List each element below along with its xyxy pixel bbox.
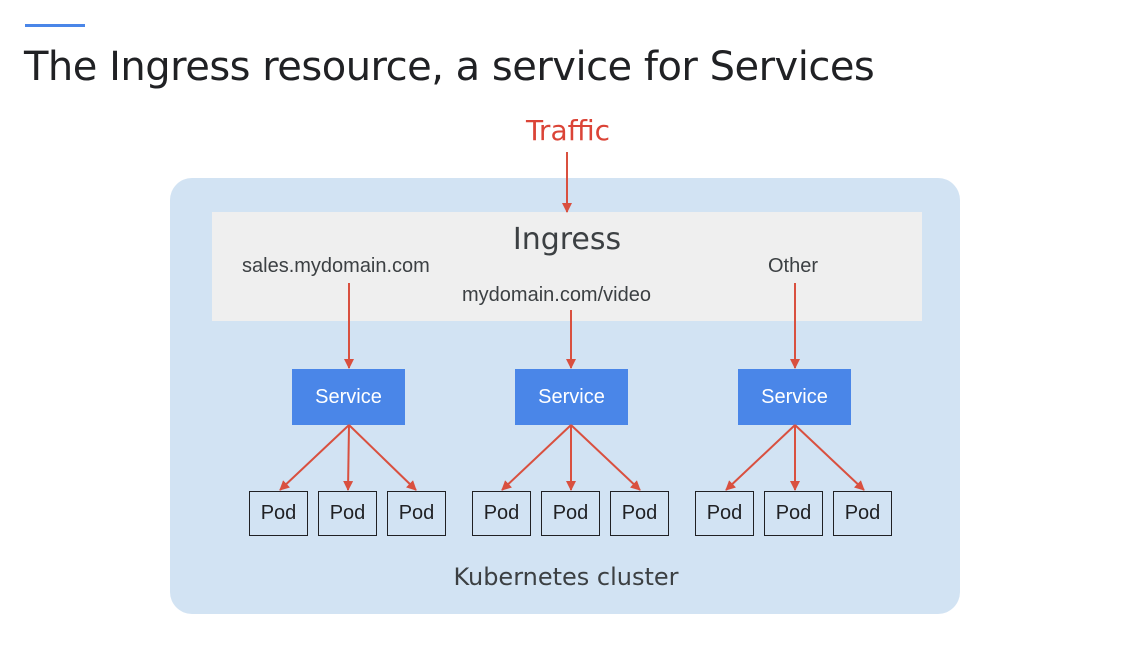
pod-box: Pod: [833, 491, 892, 536]
pod-box: Pod: [318, 491, 377, 536]
service-box-3: Service: [738, 369, 851, 425]
service-box-1: Service: [292, 369, 405, 425]
pod-box: Pod: [764, 491, 823, 536]
route-label-sales: sales.mydomain.com: [242, 255, 430, 277]
pod-box: Pod: [541, 491, 600, 536]
pod-box: Pod: [695, 491, 754, 536]
ingress-label: Ingress: [512, 222, 622, 257]
pod-box: Pod: [249, 491, 308, 536]
traffic-label: Traffic: [525, 114, 611, 147]
pod-box: Pod: [387, 491, 446, 536]
service-box-2: Service: [515, 369, 628, 425]
route-label-other: Other: [768, 255, 819, 277]
slide-title: The Ingress resource, a service for Serv…: [24, 44, 875, 90]
title-accent-line: [25, 24, 85, 27]
pod-box: Pod: [472, 491, 531, 536]
route-label-video: mydomain.com/video: [462, 284, 651, 306]
cluster-label: Kubernetes cluster: [453, 563, 679, 591]
pod-box: Pod: [610, 491, 669, 536]
ingress-box: [212, 212, 922, 321]
